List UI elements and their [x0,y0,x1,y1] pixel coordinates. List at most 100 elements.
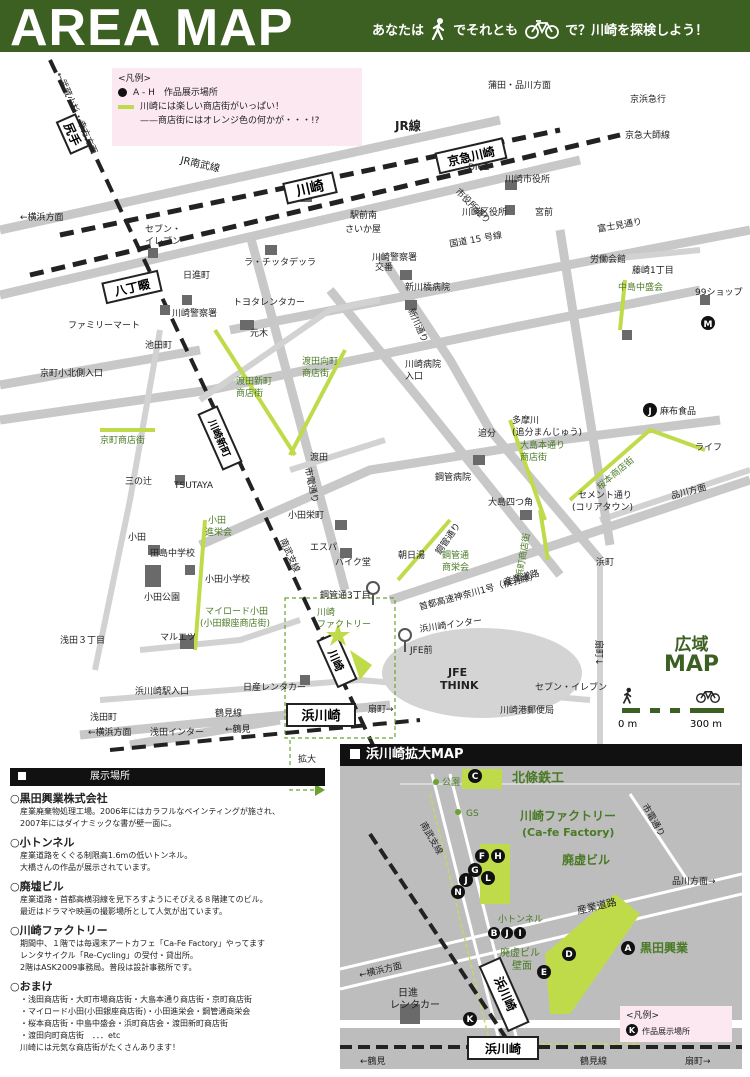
inset-svg: C F H G J L N B J I D E A K 浜川崎 浜川崎 公園 G… [340,769,742,1067]
hama-kawasaki-inset-map[interactable]: 浜川崎拡大MAP C F H G J L N B J I D E A [340,744,742,1069]
svg-text:鋼管病院: 鋼管病院 [435,471,471,483]
station-kawasaki-shinmachi[interactable]: 川崎新町 [197,405,243,471]
svg-text:I: I [518,929,521,939]
svg-text:川崎: 川崎 [317,606,335,618]
tagline-part-b: でそれとも [453,23,519,39]
svg-text:GS: GS [466,809,479,819]
svg-text:小トンネル: 小トンネル [498,914,543,925]
svg-text:南武支線: 南武支線 [277,536,303,574]
svg-text:商店街: 商店街 [302,367,329,379]
wide-area-map-label: 広域 MAP [664,635,720,677]
svg-text:南武支線: 南武支線 [417,820,445,857]
svg-text:99ショップ: 99ショップ [695,287,742,298]
svg-text:バイク堂: バイク堂 [335,556,371,568]
walker-icon [431,18,447,44]
svg-text:JR線: JR線 [394,118,421,133]
factory-star-icon[interactable] [326,623,350,646]
svg-text:京町商店街: 京町商店街 [100,434,145,446]
svg-text:壁面: 壁面 [512,959,532,972]
svg-text:300 m: 300 m [690,719,722,730]
marker-j[interactable]: J [643,403,657,417]
svg-text:JFE: JFE [447,666,467,679]
station-hacchonawate[interactable]: 八丁畷 [101,269,163,305]
station-kawasaki[interactable]: 川崎 [282,171,338,205]
svg-text:京浜急行: 京浜急行 [630,93,666,105]
svg-text:JFE前: JFE前 [409,644,433,656]
svg-text:F: F [479,852,485,862]
svg-text:鋼管通: 鋼管通 [442,549,469,561]
svg-text:ライフ: ライフ [695,442,722,453]
svg-text:作品展示場所: 作品展示場所 [642,1026,690,1036]
page-title: AREA MAP [10,0,294,57]
svg-text:(コリアタウン): (コリアタウン) [572,502,633,513]
station-keikyu-kawasaki[interactable]: 京急川崎 [434,137,508,175]
svg-text:浜川崎: 浜川崎 [485,1041,521,1056]
svg-text:新川橋病院: 新川橋病院 [405,281,450,293]
svg-text:蒲田・品川方面: 蒲田・品川方面 [488,79,551,91]
svg-text:浅田インター: 浅田インター [150,726,204,738]
svg-text:THINK: THINK [440,679,479,692]
station-shitte[interactable]: 尻手 [55,113,91,155]
svg-text:川崎ファクトリー: 川崎ファクトリー [519,808,616,823]
svg-text:市役所通り: 市役所通り [453,186,493,226]
shopping-street-icon [118,104,134,109]
station-hama-kawasaki-1[interactable]: 川崎 [316,631,358,689]
tagline-part-a: あなたは [372,23,425,39]
svg-text:川崎: 川崎 [294,177,326,200]
svg-text:田島中学校: 田島中学校 [150,547,195,559]
exhibit-item[interactable]: ○川崎ファクトリー期間中、１階では毎週末アートカフェ「Ca-Fe Factory… [10,924,265,972]
exhibit-header: 展示場所 [10,768,325,786]
svg-text:N: N [454,888,462,898]
svg-text:労働会館: 労働会館 [590,253,626,265]
svg-text:京町小北側入口: 京町小北側入口 [40,367,103,379]
svg-text:セブン・: セブン・ [145,223,181,235]
area-map[interactable]: 川崎 京急川崎 尻手 八丁畷 川崎新町 川崎 浜川崎 J M ←武蔵小杉・幸方方… [0,52,750,1077]
svg-text:J: J [504,929,508,939]
svg-text:商店街: 商店街 [236,387,263,399]
svg-text:エスパ: エスパ [310,542,337,553]
svg-text:J: J [647,407,651,417]
svg-text:浜川崎: 浜川崎 [301,708,340,724]
svg-text:D: D [565,950,572,960]
svg-text:浅田３丁目: 浅田３丁目 [60,634,105,646]
exhibit-item[interactable]: ○小トンネル産業道路をくぐる制限高1.6mの低いトンネル。 大橋さんの作品が展示… [10,836,193,872]
svg-text:渡田: 渡田 [310,451,328,463]
svg-text:廃虚ビル: 廃虚ビル [562,852,610,867]
svg-text:ファミリーマート: ファミリーマート [68,321,140,331]
svg-text:(Ca-fe Factory): (Ca-fe Factory) [522,826,614,839]
svg-text:小田: 小田 [128,532,146,543]
svg-text:交番: 交番 [375,261,393,273]
svg-text:鶴見線: 鶴見線 [580,1055,607,1067]
exhibit-item[interactable]: ○廃墟ビル産業道路・首都高横羽線を見下ろすようにそびえる８階建てのビル。 最近は… [10,880,268,916]
svg-text:朝日湯: 朝日湯 [398,550,425,561]
svg-text:追分: 追分 [478,427,496,439]
svg-text:中島中盛会: 中島中盛会 [618,281,663,293]
svg-text:TSUTAYA: TSUTAYA [173,481,214,491]
svg-text:宮前: 宮前 [535,206,553,218]
svg-text:小田栄町: 小田栄町 [288,509,324,521]
svg-text:川崎警察署: 川崎警察署 [372,251,417,263]
svg-text:大島四つ角: 大島四つ角 [488,496,533,508]
svg-text:L: L [485,874,491,884]
svg-text:品川方面→: 品川方面→ [672,875,716,887]
svg-text:鋼管通3丁目: 鋼管通3丁目 [320,589,371,601]
exhibit-item[interactable]: ○おまけ・浅田商店街・大町市場商店街・大島本通り商店街・京町商店街 ・マイロード… [10,980,252,1052]
svg-text:小田: 小田 [208,515,226,526]
svg-text:川崎港郵便局: 川崎港郵便局 [500,704,554,716]
marker-m[interactable]: M [701,316,715,330]
svg-text:K: K [629,1026,636,1035]
svg-text:M: M [704,320,713,330]
svg-text:渡田新町: 渡田新町 [236,375,272,387]
svg-text:<凡例>: <凡例> [626,1009,659,1021]
svg-text:DICE: DICE [468,163,490,173]
exhibit-item[interactable]: ○黒田興業株式会社産業廃棄物処理工場。2006年にはカラフルなペインティングが施… [10,792,280,828]
svg-text:駅前南: 駅前南 [350,209,377,221]
station-hama-kawasaki[interactable]: 浜川崎 [286,703,356,727]
bicycle-icon [524,19,559,43]
svg-text:三の辻: 三の辻 [125,475,152,487]
svg-text:0 m: 0 m [618,719,637,730]
svg-text:小田小学校: 小田小学校 [205,573,250,585]
svg-text:日進町: 日進町 [183,269,210,281]
expand-area-box[interactable] [284,597,396,739]
svg-text:浜川崎駅入口: 浜川崎駅入口 [135,685,189,697]
